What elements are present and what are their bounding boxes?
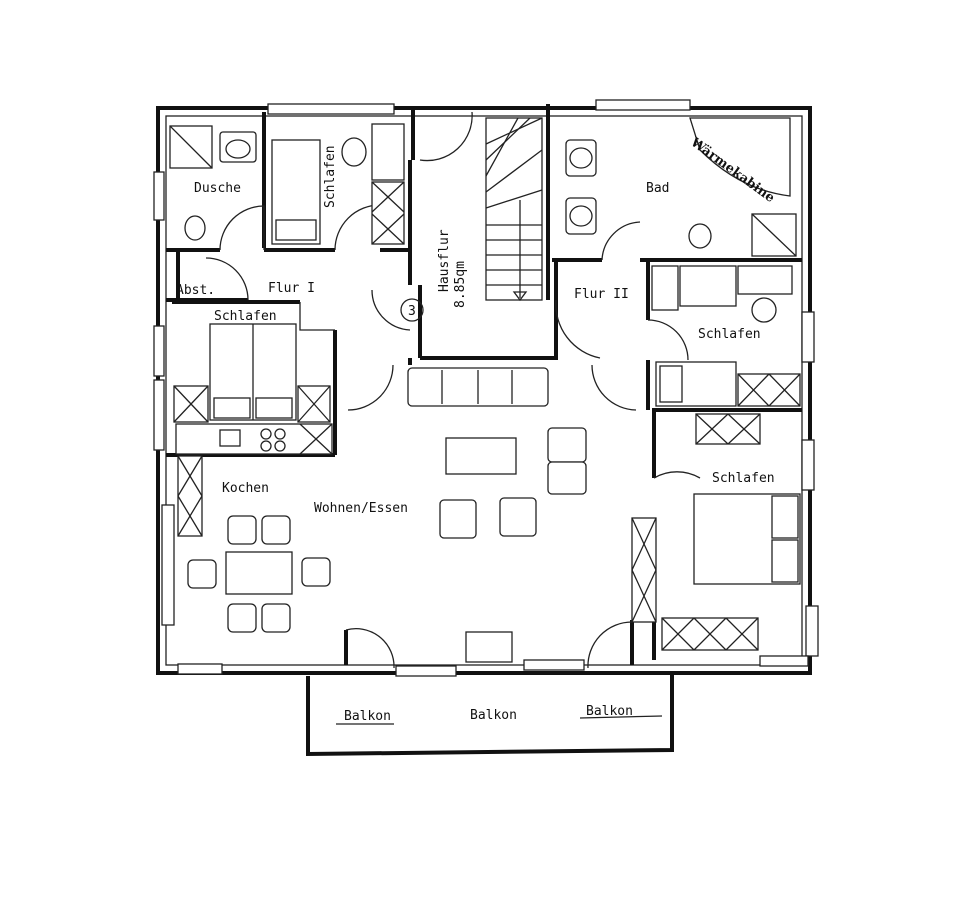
balcony	[306, 672, 674, 757]
room-label-wohnen-essen: Wohnen/Essen	[314, 501, 408, 516]
stair-number-circle	[400, 298, 424, 322]
room-label-bad: Bad	[646, 181, 669, 196]
windows	[153, 99, 819, 677]
room-label-hausflur-name: Hausflur	[437, 229, 452, 292]
room-label-abst: Abst.	[176, 283, 215, 298]
stair-number-label: 3	[408, 304, 416, 319]
doors	[205, 111, 701, 669]
room-label-schlafen-4: Schlafen	[712, 471, 775, 486]
room-label-schlafen-3: Schlafen	[698, 327, 761, 342]
furniture	[169, 117, 801, 663]
room-label-dusche: Dusche	[194, 181, 241, 196]
room-label-flur-1: Flur I	[268, 281, 315, 296]
room-label-balkon-2: Balkon	[470, 708, 517, 723]
room-label-kochen: Kochen	[222, 481, 269, 496]
staircase	[485, 117, 543, 302]
interior-walls	[166, 104, 802, 665]
room-label-schlafen-2: Schlafen	[214, 309, 277, 324]
room-label-schlafen-1: Schlafen	[323, 145, 338, 208]
room-label-balkon-3: Balkon	[586, 704, 633, 719]
room-label-balkon-1: Balkon	[344, 709, 391, 724]
room-label-flur-2: Flur II	[574, 287, 629, 302]
room-label-hausflur-area: 8.85qm	[453, 261, 468, 308]
